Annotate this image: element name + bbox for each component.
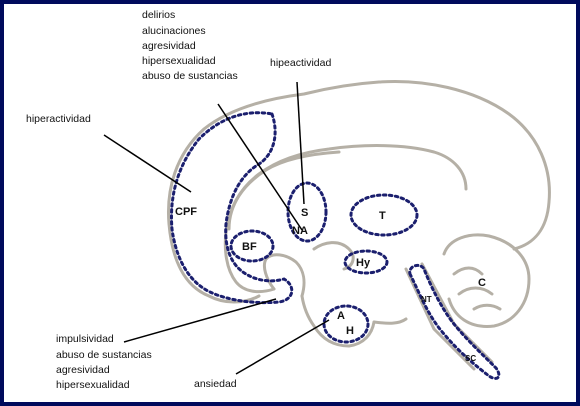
annotation-hiperactividad: hiperactividad bbox=[26, 113, 91, 125]
nt-sc-region bbox=[408, 263, 501, 380]
annotation-top-left-list: delirios alucinaciones agresividad hiper… bbox=[142, 9, 238, 82]
region-label-s: S bbox=[301, 207, 308, 219]
annotation-impulsividad: impulsividad bbox=[56, 333, 114, 345]
region-label-cpf: CPF bbox=[175, 206, 197, 218]
dotted-regions bbox=[169, 111, 501, 380]
annotation-abuso-de-sustancias: abuso de sustancias bbox=[142, 70, 238, 82]
leader-lines bbox=[103, 81, 330, 375]
leader-hiperactividad bbox=[103, 134, 192, 193]
leader-impulsividad bbox=[123, 298, 277, 343]
region-label-nt: NT bbox=[421, 295, 432, 304]
leader-hipeactividad bbox=[296, 81, 305, 205]
annotation-agresividad-2: agresividad bbox=[56, 364, 110, 376]
region-label-hy: Hy bbox=[356, 257, 371, 269]
leader-delirios bbox=[217, 103, 303, 231]
brain-outline bbox=[167, 80, 551, 371]
annotation-agresividad: agresividad bbox=[142, 40, 196, 52]
region-label-t: T bbox=[379, 210, 386, 222]
bf-region bbox=[229, 229, 275, 263]
annotation-hipeactividad: hipeactividad bbox=[270, 57, 331, 69]
annotation-alucinaciones: alucinaciones bbox=[142, 25, 206, 37]
annotation-hipersexualidad: hipersexualidad bbox=[142, 55, 216, 67]
brain-diagram: delirios alucinaciones agresividad hiper… bbox=[26, 9, 551, 391]
region-label-sc: SC bbox=[465, 354, 476, 363]
region-label-bf: BF bbox=[242, 241, 257, 253]
a-h-region bbox=[322, 304, 370, 344]
region-label-c: C bbox=[478, 277, 486, 289]
annotation-bottom-left-list: impulsividad abuso de sustancias agresiv… bbox=[56, 333, 152, 391]
region-label-a: A bbox=[337, 310, 345, 322]
annotation-ansiedad: ansiedad bbox=[194, 378, 237, 390]
region-label-na: NA bbox=[292, 225, 308, 237]
annotation-abuso-de-sustancias-2: abuso de sustancias bbox=[56, 349, 152, 361]
cpf-region bbox=[169, 111, 294, 305]
region-labels: CPF S NA T BF Hy A H C NT SC bbox=[175, 206, 486, 363]
s-na-region bbox=[286, 181, 328, 243]
hy-region bbox=[343, 249, 389, 275]
annotation-hipersexualidad-2: hipersexualidad bbox=[56, 379, 130, 391]
t-region bbox=[349, 193, 419, 237]
region-label-h: H bbox=[346, 325, 354, 337]
leader-ansiedad bbox=[235, 319, 330, 375]
annotation-delirios: delirios bbox=[142, 9, 175, 21]
figure-panel: delirios alucinaciones agresividad hiper… bbox=[4, 4, 576, 402]
